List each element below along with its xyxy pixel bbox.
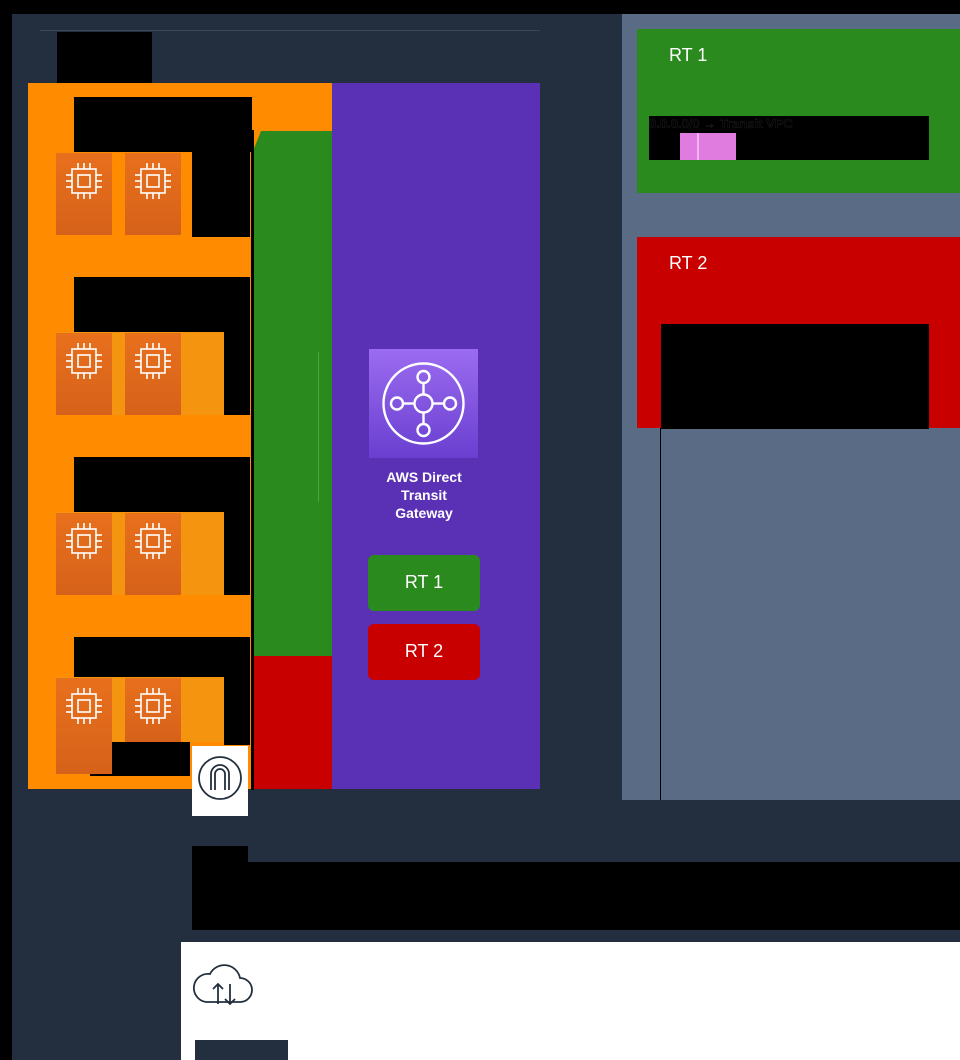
vpc-row-label-redacted bbox=[74, 457, 250, 512]
vpc-row-label-redacted bbox=[74, 277, 250, 332]
tgw-route-table-2-label: RT 2 bbox=[404, 641, 444, 661]
attachment-bar-red bbox=[253, 656, 332, 789]
vpc-row-label-redacted bbox=[74, 637, 250, 677]
ec2-instance bbox=[56, 153, 112, 235]
tgw-route-table-2 bbox=[368, 624, 480, 680]
route-highlight bbox=[680, 133, 736, 160]
ec2-instance-icon bbox=[135, 523, 171, 559]
ec2-instance-icon bbox=[66, 343, 102, 379]
ec2-instance-icon bbox=[66, 688, 102, 724]
vpc-row-label-redacted bbox=[224, 457, 250, 595]
panel-header-line bbox=[40, 30, 540, 31]
cloud-upload-download-icon bbox=[192, 964, 253, 1006]
separator bbox=[318, 352, 321, 502]
internet-gateway-icon bbox=[198, 756, 242, 800]
separator bbox=[251, 130, 254, 790]
vpc-row-label-redacted bbox=[224, 637, 250, 745]
route-table-2-title: RT 2 bbox=[669, 253, 708, 273]
ec2-instance-icon bbox=[135, 343, 171, 379]
vpc-row-label-redacted bbox=[224, 277, 250, 415]
route-1-text: 0.0.0.0/0 → Transit VPC bbox=[649, 116, 793, 131]
transit-gateway-label: AWS Direct Transit Gateway bbox=[386, 469, 462, 521]
route-highlight-divider bbox=[697, 133, 699, 160]
ec2-instance bbox=[125, 513, 181, 595]
bottom-redacted-bar bbox=[192, 862, 960, 930]
redacted-block bbox=[57, 32, 152, 84]
ec2-instance bbox=[125, 678, 181, 742]
on-premises-panel bbox=[181, 942, 960, 1060]
attachment-bar-green-notch bbox=[253, 131, 261, 151]
tgw-route-table-1-label: RT 1 bbox=[404, 572, 444, 592]
ec2-instance-icon bbox=[135, 688, 171, 724]
transit-gateway-icon bbox=[382, 362, 465, 445]
ec2-instance bbox=[125, 153, 181, 235]
ec2-instance-icon bbox=[135, 163, 171, 199]
ec2-instance-icon bbox=[66, 523, 102, 559]
ec2-instance bbox=[125, 333, 181, 415]
ec2-instance bbox=[56, 333, 112, 415]
vpc-row-label-redacted bbox=[192, 97, 250, 237]
bottom-redacted-notch bbox=[192, 846, 248, 862]
route-entries-redacted bbox=[661, 324, 929, 429]
transit-gateway-tile bbox=[369, 349, 478, 458]
ec2-instance bbox=[56, 513, 112, 595]
ec2-instance-icon bbox=[66, 163, 102, 199]
route-table-1-panel bbox=[637, 29, 960, 193]
route-table-1-title: RT 1 bbox=[669, 45, 708, 65]
on-premises-label-redacted bbox=[195, 1040, 288, 1060]
connector-line bbox=[660, 428, 661, 800]
ec2-instance bbox=[56, 678, 112, 774]
tgw-route-table-1 bbox=[368, 555, 480, 611]
internet-gateway bbox=[192, 746, 248, 816]
